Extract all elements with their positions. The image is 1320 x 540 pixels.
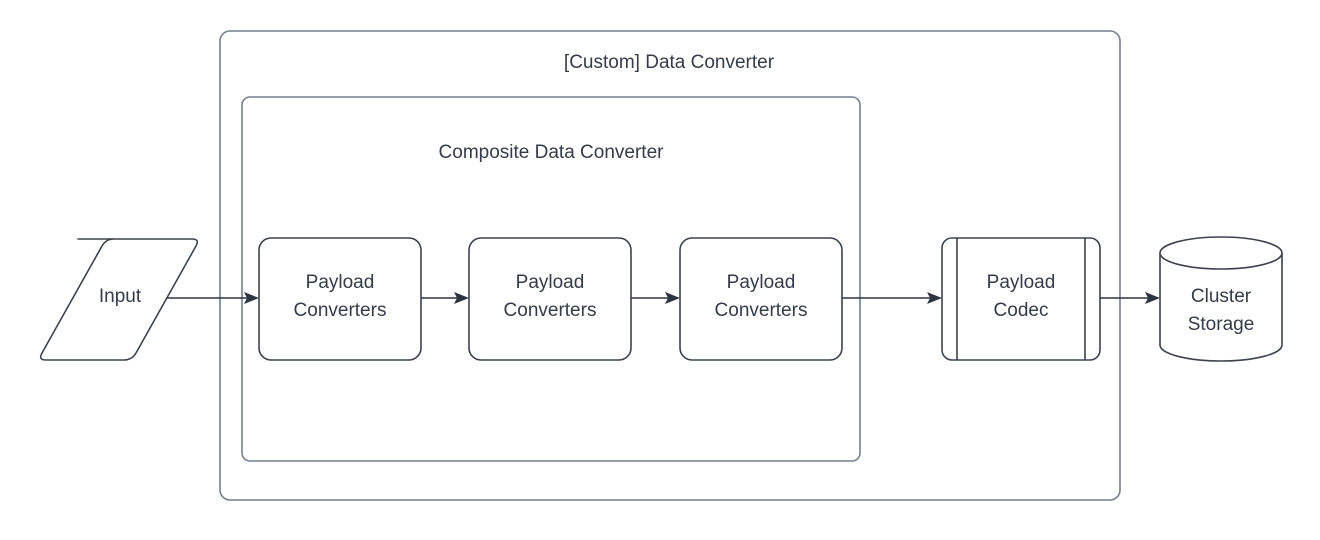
node-payload-converters-2-label-line1: Payload (516, 272, 585, 293)
node-payload-codec-label-line1: Payload (987, 272, 1056, 293)
node-input-label: Input (99, 286, 142, 307)
node-payload-converters-1-label-line1: Payload (306, 272, 375, 293)
edge-payload-codec-to-cluster-storage (1100, 292, 1160, 304)
node-payload-converters-3[interactable] (679, 237, 843, 361)
container-composite-data-converter[interactable] (241, 96, 861, 462)
node-cluster-storage-label-line1: Cluster (1191, 286, 1252, 307)
node-payload-converters-2-label-line2: Converters (504, 300, 597, 321)
node-payload-codec[interactable] (941, 237, 1101, 361)
node-payload-converters-3-label-line2: Converters (715, 300, 808, 321)
node-input[interactable] (39, 238, 199, 361)
edge-payload-converters-2-to-3 (631, 292, 680, 304)
node-cluster-storage-label-line2: Storage (1188, 314, 1255, 335)
node-cluster-storage[interactable] (1159, 236, 1283, 362)
edge-input-to-payload-converters-1 (167, 292, 259, 304)
container-composite-data-converter-label: Composite Data Converter (439, 142, 665, 163)
node-payload-converters-1-label-line2: Converters (294, 300, 387, 321)
container-custom-data-converter[interactable] (219, 30, 1121, 501)
edge-payload-converters-3-to-payload-codec (842, 292, 942, 304)
node-payload-converters-3-label-line1: Payload (727, 272, 796, 293)
edge-payload-converters-1-to-2 (421, 292, 469, 304)
node-payload-converters-2[interactable] (468, 237, 632, 361)
node-payload-codec-label-line2: Codec (994, 300, 1049, 321)
container-custom-data-converter-label: [Custom] Data Converter (564, 52, 775, 73)
node-payload-converters-1[interactable] (258, 237, 422, 361)
